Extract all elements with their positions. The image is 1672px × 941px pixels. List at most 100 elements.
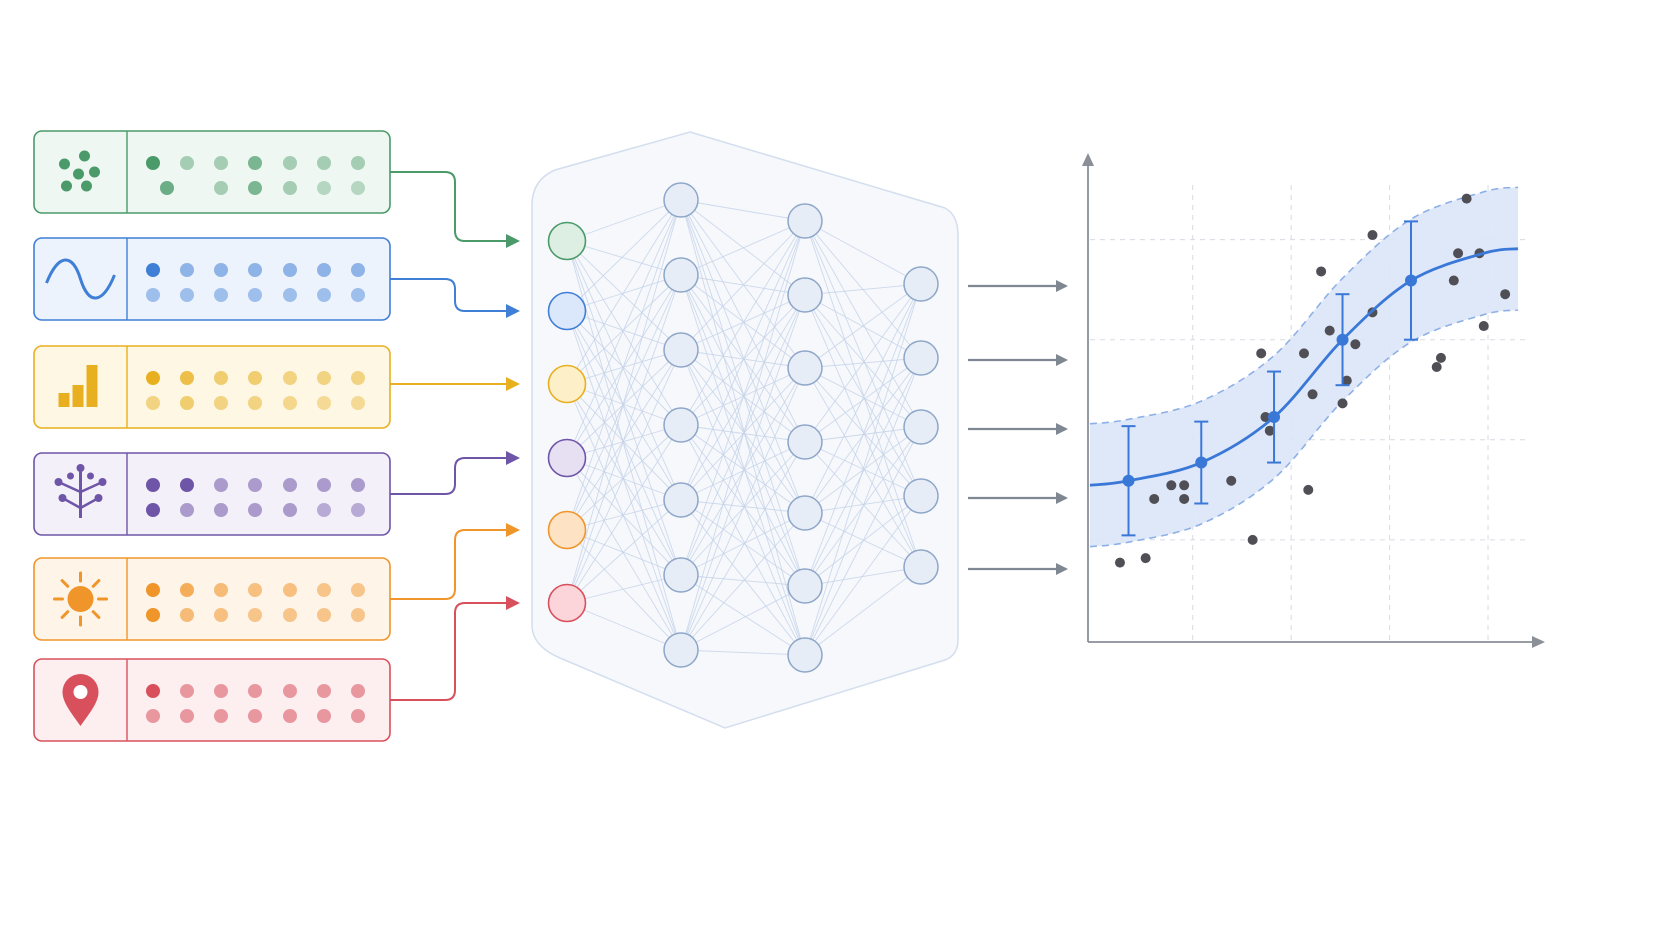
feature-dot (146, 288, 160, 302)
connector-wave (390, 278, 520, 318)
x-axis-arrow (1532, 636, 1545, 648)
network-edge (566, 529, 682, 576)
feature-dot (317, 503, 331, 517)
connector-location (390, 596, 520, 701)
output-node (903, 549, 939, 585)
data-point (1500, 289, 1511, 300)
feature-dot (214, 583, 228, 597)
feature-dot (146, 263, 160, 277)
network-edge (566, 199, 682, 459)
fit-curve (1089, 247, 1519, 487)
hidden-node (663, 632, 699, 668)
feature-dot (248, 156, 262, 170)
feature-dot (283, 263, 297, 277)
data-point (1341, 375, 1352, 386)
feature-dot (180, 263, 194, 277)
feature-dot (317, 263, 331, 277)
feature-dot (248, 181, 262, 195)
y-axis-arrow (1082, 153, 1094, 166)
feature-dot (248, 608, 262, 622)
neural-network (531, 131, 959, 729)
network-edge (566, 602, 682, 651)
hidden-node (787, 350, 823, 386)
input-node (547, 364, 587, 404)
network-edge (680, 649, 806, 656)
feature-dot (351, 396, 365, 410)
input-panel-location (33, 658, 391, 742)
hidden-node (663, 482, 699, 518)
feature-dot (214, 608, 228, 622)
regression-chart (1082, 153, 1545, 648)
network-edge (680, 574, 806, 656)
data-point (1448, 275, 1459, 286)
network-edge (566, 457, 682, 501)
error-bar (1121, 425, 1136, 537)
data-point (1247, 534, 1258, 545)
feature-dot (214, 181, 228, 195)
feature-dot (214, 371, 228, 385)
feature-dot (146, 156, 160, 170)
network-edge (680, 220, 806, 576)
error-bar-mean (1336, 333, 1349, 346)
hidden-node (787, 424, 823, 460)
network-edge (804, 367, 922, 568)
network-edge (680, 199, 806, 587)
network-edge (804, 566, 922, 656)
hidden-node (663, 332, 699, 368)
network-edge (566, 310, 682, 426)
network-edge (804, 566, 922, 587)
feature-dot (283, 396, 297, 410)
feature-dot (283, 503, 297, 517)
network-edge (680, 274, 806, 656)
feature-dot (351, 608, 365, 622)
band-lower-edge (1089, 309, 1519, 548)
network-edge (566, 529, 682, 651)
input-panel-tree (33, 452, 391, 536)
error-bar-mean (1405, 274, 1417, 287)
data-point (1166, 480, 1177, 491)
network-edge (566, 240, 682, 276)
feature-dot (351, 503, 365, 517)
network-edge (680, 499, 806, 656)
feature-dot (180, 396, 194, 410)
feature-dot (214, 396, 228, 410)
feature-dot (283, 371, 297, 385)
network-edge (804, 220, 922, 285)
error-bar (1404, 220, 1418, 341)
input-node (547, 583, 587, 623)
network-edge (804, 495, 922, 656)
data-point (1324, 325, 1335, 336)
input-node (547, 221, 587, 261)
error-bar (1194, 420, 1209, 505)
feature-dot (180, 583, 194, 597)
feature-dot (180, 503, 194, 517)
network-edge (804, 495, 922, 514)
feature-dot (180, 709, 194, 723)
feature-dot (214, 684, 228, 698)
network-edge (804, 294, 922, 568)
network-edge (566, 199, 682, 242)
network-edge (680, 220, 806, 351)
network-edge (566, 240, 682, 351)
feature-dot (146, 583, 160, 597)
network-edge (804, 220, 922, 568)
feature-dot (146, 608, 160, 622)
network-edge (566, 457, 682, 576)
network-edge (566, 424, 682, 459)
sun-icon (53, 571, 108, 627)
feature-dot (317, 371, 331, 385)
hidden-node (787, 568, 823, 604)
network-edge (566, 274, 682, 312)
data-point (1256, 348, 1267, 359)
network-edge (804, 220, 922, 428)
network-edge (566, 240, 682, 426)
network-edge (680, 367, 806, 651)
network-edge (680, 220, 806, 651)
network-edge (680, 294, 806, 651)
data-point (1179, 480, 1190, 491)
feature-dot (146, 478, 160, 492)
feature-dot (351, 371, 365, 385)
network-edge (566, 424, 682, 604)
data-point (1140, 553, 1151, 564)
feature-dot (248, 288, 262, 302)
